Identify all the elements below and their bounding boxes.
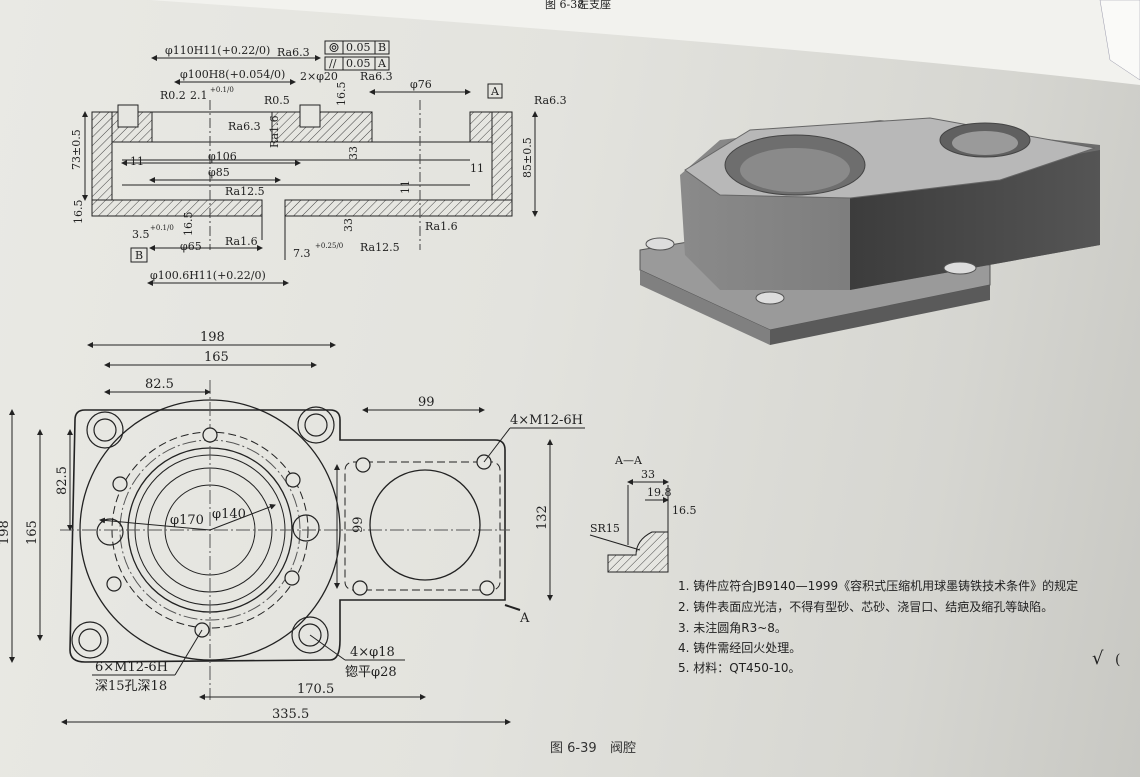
dim-w1705: 170.5 [297, 682, 334, 697]
dim-h73: 73±0.5 [70, 129, 83, 170]
dim-r05: R0.5 [264, 94, 290, 107]
detail-a-a: A—A 33 19.8 16.5 SR15 [589, 454, 697, 573]
dim-d100: φ100H8(+0.054/0) [180, 68, 285, 81]
dim-m12-6: 6×M12-6H [95, 660, 168, 675]
dim-m12-6-depth: 深15孔深18 [95, 679, 167, 694]
dim-m12-4: 4×M12-6H [510, 413, 583, 428]
svg-text://: // [329, 57, 337, 70]
ra63-inner: Ra6.3 [228, 120, 261, 133]
left-wall [91, 111, 113, 201]
detail-title: A—A [614, 454, 643, 467]
dim-h99: 99 [351, 516, 366, 533]
figure-title: 阀腔 [610, 741, 636, 756]
ra63-right: Ra6.3 [534, 94, 567, 107]
gdt-coaxial-ref: B [378, 41, 386, 54]
dim-w11c: 11 [399, 180, 412, 194]
dim-h198: 198 [0, 520, 12, 545]
port-bore [369, 469, 481, 581]
dim-h165b: 16.5 [72, 200, 85, 225]
plan-outline [69, 409, 506, 663]
handwritten-note-corner [1099, 0, 1140, 81]
ra16-base: Ra1.6 [425, 220, 458, 233]
top-flange-mid [271, 111, 373, 143]
dim-h85: 85±0.5 [521, 137, 534, 178]
dim-h35-tol: +0.1/0 [150, 224, 174, 232]
gdt-parallel-ref: A [377, 57, 387, 70]
dim-w165: 165 [204, 350, 229, 365]
flange-ring [79, 399, 341, 661]
dim-d140: φ140 [212, 507, 246, 522]
top-flange-right [469, 111, 493, 143]
dim-d110: φ110H11(+0.22/0) [165, 44, 270, 57]
right-wall [491, 111, 513, 205]
dim-w825: 82.5 [145, 377, 174, 392]
dim-h165: 165 [25, 520, 40, 545]
gdt-parallel-tol: 0.05 [346, 57, 371, 70]
section-view: φ110H11(+0.22/0) Ra6.3 φ100H8(+0.054/0) … [70, 40, 567, 286]
ra125-inner: Ra12.5 [225, 185, 265, 198]
ra125-bottom: Ra12.5 [360, 241, 400, 254]
dim-h165c: 16.5 [182, 212, 195, 237]
header-fig-ref: 图 6-38 [545, 0, 584, 11]
dim-w3355: 335.5 [272, 707, 309, 722]
plan-view: 198 165 82.5 99 4×M12-6H 198 165 82.5 99… [0, 330, 585, 725]
technical-notes: 1. 铸件应符合JB9140—1999《容积式压缩机用球墨铸铁技术条件》的规定 … [678, 578, 1078, 675]
dim-h33b: 33 [342, 218, 355, 232]
gdt-coaxial-frame: 0.05 B [324, 40, 390, 55]
note-2: 2. 铸件表面应光洁，不得有型砂、芯砂、浇冒口、结疤及缩孔等缺陷。 [678, 599, 1053, 614]
gdt-coaxial-tol: 0.05 [346, 41, 371, 54]
dim-w11b: 11 [470, 162, 484, 175]
detail-d165: 16.5 [672, 504, 697, 517]
dim-holes2: 2×φ20 [300, 70, 338, 83]
dim-d100b: φ100.6H11(+0.22/0) [150, 269, 266, 282]
dim-w198: 198 [200, 330, 225, 345]
dim-d76: φ76 [410, 78, 432, 91]
page-curl [150, 0, 1140, 85]
figure-number: 图 6-39 [550, 741, 597, 756]
dim-w11a: 11 [130, 155, 144, 168]
dim-h73b-tol: +0.25/0 [315, 242, 343, 250]
dim-d65: φ65 [180, 240, 202, 253]
dim-h33a: 33 [347, 146, 360, 160]
check-mark-icon: √ [1092, 648, 1104, 669]
datum-a: A [490, 85, 500, 98]
datum-b-box [130, 247, 148, 263]
dim-w99: 99 [418, 395, 435, 410]
dim-h132: 132 [535, 505, 550, 530]
note-4: 4. 铸件需经回火处理。 [678, 640, 801, 655]
section-mark-a: A [519, 611, 530, 626]
ra16-inner: Ra1.6 [268, 115, 281, 148]
dim-d85: φ85 [208, 166, 230, 179]
ra63-top: Ra6.3 [277, 46, 310, 59]
isometric-render [639, 117, 1100, 345]
datum-b: B [135, 249, 143, 262]
dim-holes4: 4×φ18 [350, 645, 395, 660]
dim-h35: 3.5 [132, 228, 150, 241]
ra16-bottom: Ra1.6 [225, 235, 258, 248]
dim-h21-tol: +0.1/0 [210, 86, 234, 94]
dim-h21: 2.1 [190, 89, 208, 102]
ra63-holes: Ra6.3 [360, 70, 393, 83]
dim-h165a: 16.5 [335, 82, 348, 107]
dim-h825: 82.5 [55, 466, 70, 495]
dim-d106: φ106 [208, 150, 237, 163]
gdt-parallel-frame: // 0.05 A [324, 56, 390, 71]
corner-paren: ( [1115, 652, 1120, 668]
note-3: 3. 未注圆角R3~8。 [678, 620, 787, 635]
header-part-name: 左支座 [578, 0, 611, 11]
detail-d33: 33 [641, 468, 655, 481]
base-left [91, 199, 263, 217]
base-right [284, 199, 513, 217]
detail-sr15: SR15 [590, 522, 620, 535]
dim-d170: φ170 [170, 513, 204, 528]
dim-spotface: 锪平φ28 [345, 664, 397, 680]
note-5: 5. 材料：QT450-10。 [678, 661, 801, 675]
note-1: 1. 铸件应符合JB9140—1999《容积式压缩机用球墨铸铁技术条件》的规定 [678, 578, 1078, 593]
detail-d198: 19.8 [647, 486, 672, 499]
dim-r02: R0.2 [160, 89, 186, 102]
datum-a-box [487, 83, 503, 99]
dim-h73b: 7.3 [293, 247, 311, 260]
